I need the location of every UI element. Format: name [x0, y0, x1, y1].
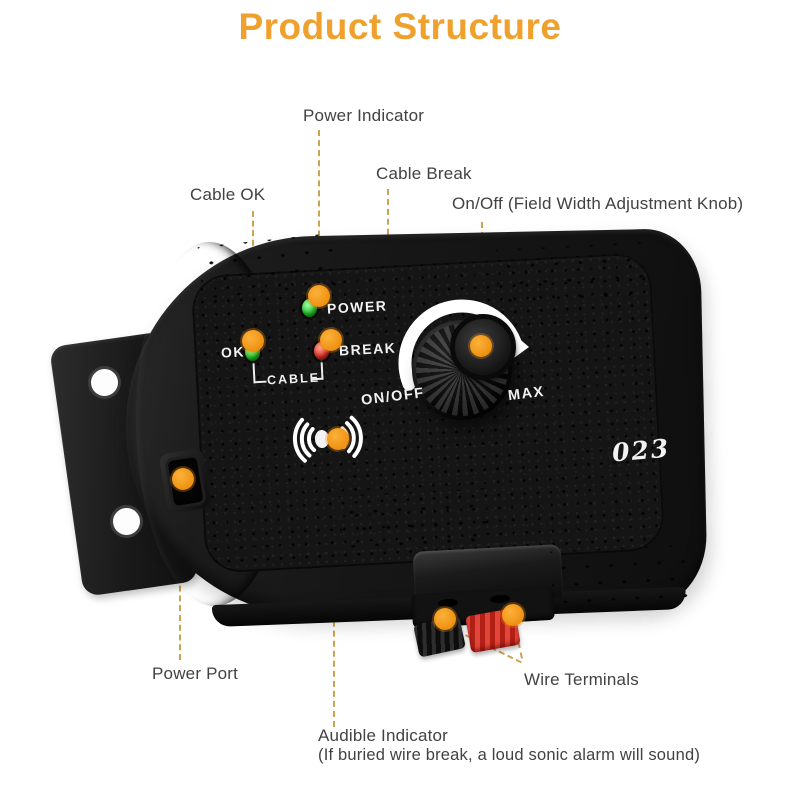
- label-audible-indicator-line2: (If buried wire break, a loud sonic alar…: [318, 746, 701, 764]
- vent-holes: [550, 544, 689, 606]
- label-cable-ok: Cable OK: [190, 185, 266, 204]
- label-wire-terminals: Wire Terminals: [524, 670, 639, 689]
- panel-power-label: POWER: [326, 297, 388, 317]
- leader-power-indicator: [318, 130, 320, 287]
- marker-power-port: [172, 468, 194, 490]
- label-power-port: Power Port: [152, 664, 239, 683]
- marker-cable-break: [320, 329, 342, 351]
- label-cable-break: Cable Break: [376, 164, 472, 183]
- marker-knob: [470, 335, 492, 357]
- bracket-screw-hole: [88, 366, 121, 399]
- cable-bracket-left: [252, 361, 267, 384]
- knob-top-face: [450, 314, 516, 380]
- marker-wire-terminal-right: [502, 604, 524, 626]
- bracket-screw-hole: [110, 505, 143, 538]
- panel-break-label: BREAK: [338, 339, 397, 359]
- label-knob: On/Off (Field Width Adjustment Knob): [452, 194, 744, 213]
- cable-bracket-right: [309, 358, 324, 381]
- label-power-indicator: Power Indicator: [303, 106, 425, 125]
- marker-cable-ok: [242, 330, 264, 352]
- marker-wire-terminal-left: [434, 608, 456, 630]
- label-audible-indicator-line1: Audible Indicator: [318, 726, 449, 745]
- marker-power-indicator: [308, 285, 330, 307]
- page-title: Product Structure: [238, 6, 562, 47]
- speaker-waves-icon: [292, 415, 363, 463]
- model-number: 023: [610, 433, 672, 468]
- panel-ok-label: OK: [220, 343, 246, 361]
- vent-holes: [338, 488, 492, 554]
- marker-audible-indicator: [327, 428, 349, 450]
